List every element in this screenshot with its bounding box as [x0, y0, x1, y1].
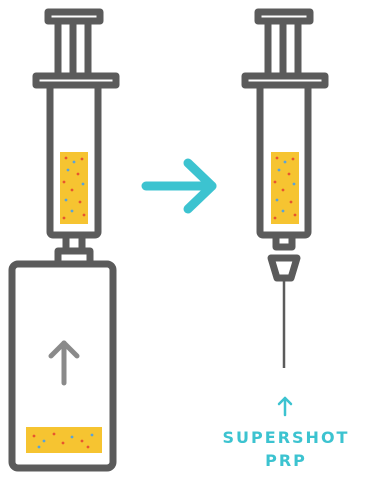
right-needle-hub [271, 258, 297, 278]
right-syringe [245, 12, 325, 278]
right-arrow-icon [146, 163, 212, 209]
caption-line2: PRP [196, 451, 376, 471]
right-syringe-hub [276, 235, 292, 247]
up-arrow-icon [51, 343, 77, 383]
vial-cap [58, 251, 90, 264]
vial-fill [26, 427, 102, 453]
caption-line1: SUPERSHOT [196, 428, 376, 448]
caption-up-arrow-icon [279, 398, 291, 415]
